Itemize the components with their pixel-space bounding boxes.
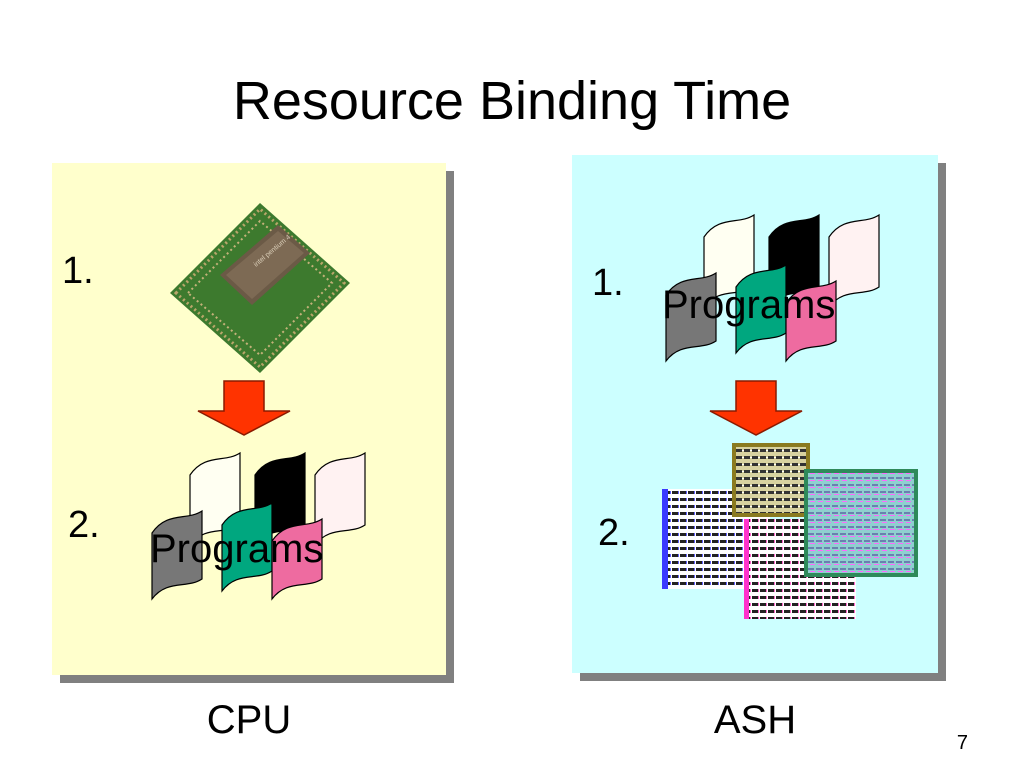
ash-down-arrow-icon: [709, 380, 803, 436]
ash-programs-flags: [665, 213, 880, 363]
page-number: 7: [956, 732, 968, 754]
ash-step2-label: 2.: [598, 512, 630, 554]
ash-step1-label: 1.: [592, 262, 624, 304]
hardware-layouts-image: [662, 443, 918, 619]
ash-panel: 1. 2. Programs: [572, 155, 938, 673]
cpu-panel: 1. 2. intel pentium 4 Programs: [52, 163, 446, 675]
cpu-programs-flags: [151, 451, 366, 601]
cpu-caption: CPU: [206, 698, 292, 742]
cpu-down-arrow-icon: [197, 380, 291, 436]
processor-chip-image: intel pentium 4: [170, 203, 350, 373]
ash-programs-label: Programs: [662, 283, 836, 327]
cpu-step1-label: 1.: [62, 250, 94, 292]
ash-caption: ASH: [713, 698, 797, 742]
cpu-programs-label: Programs: [150, 527, 324, 571]
cpu-step2-label: 2.: [68, 504, 100, 546]
slide-title: Resource Binding Time: [232, 71, 792, 131]
